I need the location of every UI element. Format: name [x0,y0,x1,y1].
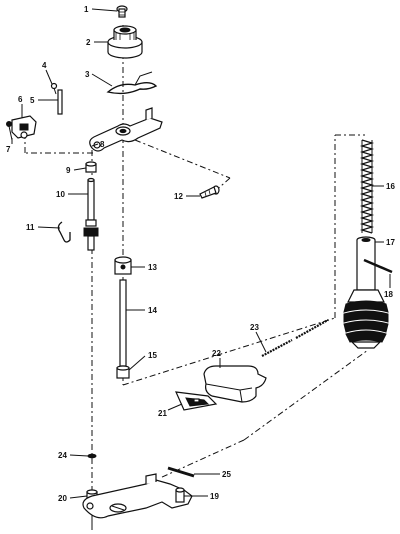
part-23-screws [261,319,329,357]
callout-5: 5 [30,96,35,105]
callout-8: 8 [100,140,105,149]
callout-6: 6 [18,95,23,104]
callout-2: 2 [86,38,91,47]
callout-15: 15 [148,351,157,360]
part-11-wire-spring [57,221,71,243]
part-16-coil-spring [359,139,375,234]
callout-9: 9 [66,166,71,175]
callout-11: 11 [26,223,35,232]
part-18-pin [363,258,393,274]
assembly-lines [24,25,369,530]
bellows-boot [343,289,389,349]
callout-18: 18 [384,290,393,299]
callout-19: 19 [210,492,219,501]
part-9-nut [85,161,97,173]
callout-20: 20 [58,494,67,503]
part-10-shaft [83,177,99,251]
callout-4: 4 [42,61,47,70]
part-13-collar [114,256,132,275]
callout-numbers: 1 2 3 4 5 6 7 8 9 10 11 12 13 14 15 16 1… [6,5,395,503]
part-15-end-cap [116,365,130,379]
callout-3: 3 [85,70,90,79]
callout-16: 16 [386,182,395,191]
part-3-spring-clip [106,71,158,95]
part-24-washer [87,453,97,459]
callout-23: 23 [250,323,259,332]
callout-21: 21 [158,409,167,418]
part-12-screw [199,185,220,199]
callout-17: 17 [386,238,395,247]
part-5-pin [57,89,63,115]
part-4-screw [50,82,58,95]
callout-leaders [11,8,391,499]
part-19-lever-plate [82,473,193,530]
callout-25: 25 [222,470,231,479]
part-25-rod [167,466,195,478]
part-22-handle [203,365,267,403]
callout-13: 13 [148,263,157,272]
callout-12: 12 [174,192,183,201]
part-2-knob [107,25,143,59]
callout-1: 1 [84,5,89,14]
callout-7: 7 [6,145,11,154]
part-7-screw [6,121,13,141]
part-8-lever-plate [89,107,163,152]
callout-14: 14 [148,306,157,315]
part-6-bracket [11,115,37,139]
part-14-rod [119,279,127,367]
part-1-screw [116,5,128,18]
callout-24: 24 [58,451,67,460]
callout-10: 10 [56,190,65,199]
callout-22: 22 [212,349,221,358]
